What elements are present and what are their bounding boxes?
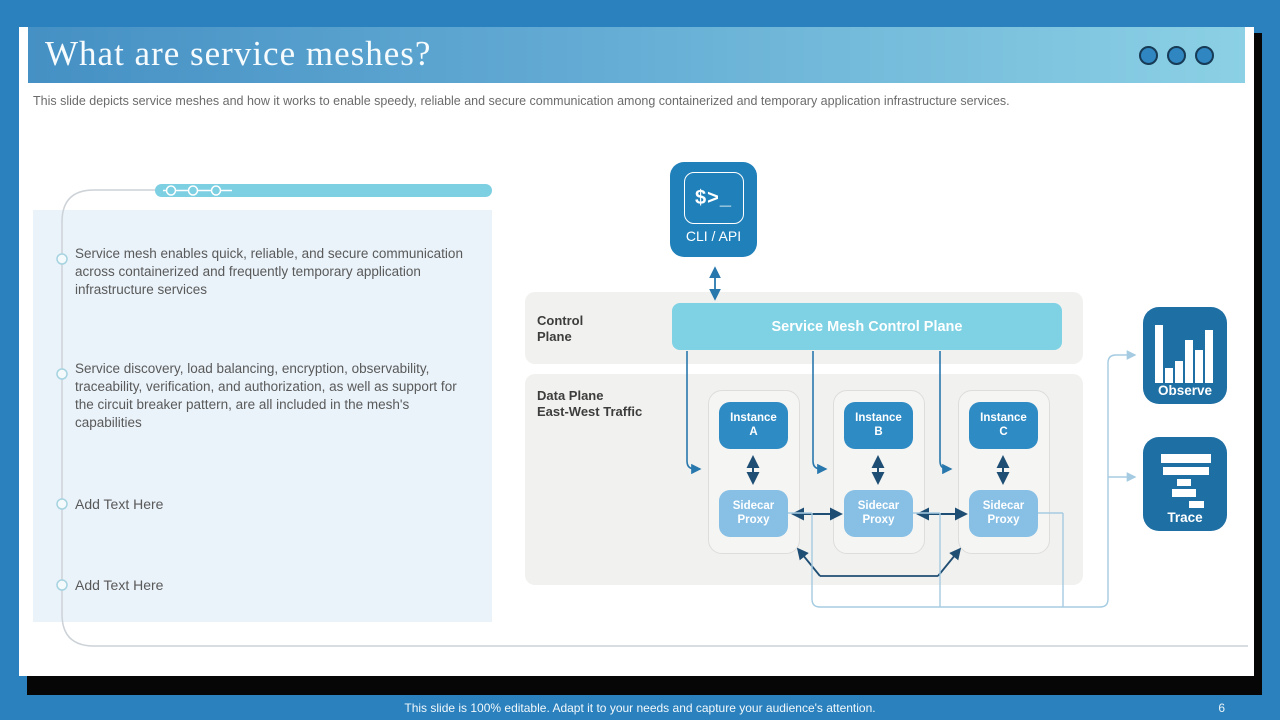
cli-api-box: $>_ CLI / API bbox=[670, 162, 757, 257]
bullet-item: Service mesh enables quick, reliable, an… bbox=[75, 246, 463, 297]
service-group-b: Instance B Sidecar Proxy bbox=[833, 390, 925, 554]
trace-label: Trace bbox=[1167, 510, 1203, 525]
observe-label: Observe bbox=[1157, 383, 1213, 398]
instance-b-box: Instance B bbox=[844, 402, 913, 449]
observe-box: Observe bbox=[1143, 307, 1227, 404]
bullet-item-add-text[interactable]: Add Text Here bbox=[75, 496, 164, 512]
slide-header: What are service meshes? bbox=[28, 27, 1245, 83]
bar-chart-icon bbox=[1155, 325, 1213, 383]
footer-note: This slide is 100% editable. Adapt it to… bbox=[404, 700, 876, 715]
window-dot-icon bbox=[1195, 46, 1214, 65]
bullet-item: Service discovery, load balancing, encry… bbox=[75, 361, 457, 430]
trace-box: Trace bbox=[1143, 437, 1227, 531]
control-plane-label: Control Plane bbox=[537, 313, 584, 344]
instance-c-box: Instance C bbox=[969, 402, 1038, 449]
window-dot-icon bbox=[1139, 46, 1158, 65]
instance-a-box: Instance A bbox=[719, 402, 788, 449]
sidecar-proxy-box: Sidecar Proxy bbox=[844, 490, 913, 537]
data-plane-label: Data Plane East-West Traffic bbox=[537, 388, 643, 419]
page-title: What are service meshes? bbox=[45, 34, 432, 73]
service-group-c: Instance C Sidecar Proxy bbox=[958, 390, 1050, 554]
window-dot-icon bbox=[1167, 46, 1186, 65]
page-number: 6 bbox=[1218, 700, 1225, 715]
sidecar-proxy-box: Sidecar Proxy bbox=[719, 490, 788, 537]
service-mesh-control-plane-box: Service Mesh Control Plane bbox=[672, 303, 1062, 350]
slide-subtitle: This slide depicts service meshes and ho… bbox=[33, 94, 1010, 108]
cli-api-label: CLI / API bbox=[685, 228, 742, 244]
bullet-item-add-text[interactable]: Add Text Here bbox=[75, 577, 164, 593]
service-group-a: Instance A Sidecar Proxy bbox=[708, 390, 800, 554]
sidecar-proxy-box: Sidecar Proxy bbox=[969, 490, 1038, 537]
footer-bar: This slide is 100% editable. Adapt it to… bbox=[0, 695, 1280, 720]
window-dots bbox=[1139, 46, 1214, 65]
terminal-icon: $>_ bbox=[683, 172, 744, 224]
trace-spans-icon bbox=[1161, 454, 1211, 508]
